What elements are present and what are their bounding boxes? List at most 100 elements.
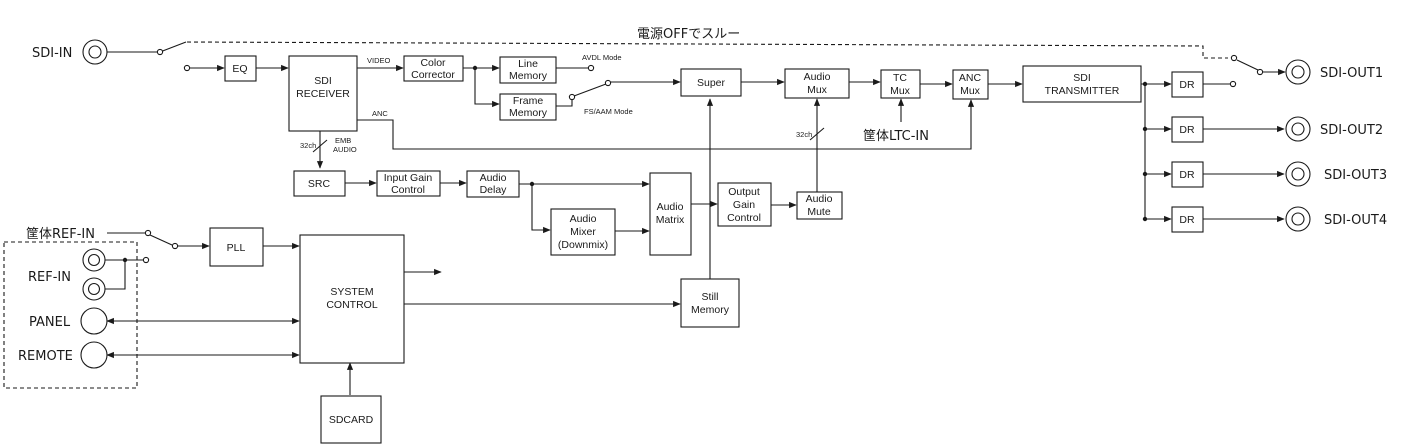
pll-block[interactable]: PLL xyxy=(209,227,264,267)
svg-text:Output: Output xyxy=(728,186,760,198)
dr-block-3[interactable]: DR xyxy=(1171,161,1204,188)
external-io-group xyxy=(3,241,138,389)
avdl-mode-label: AVDL Mode xyxy=(582,53,622,62)
audio-matrix-block[interactable]: Audio Matrix xyxy=(649,172,692,256)
ref-in-connector-a-icon[interactable] xyxy=(82,248,106,272)
audio-mixer-block[interactable]: Audio Mixer (Downmix) xyxy=(550,208,616,256)
svg-text:Gain: Gain xyxy=(733,199,755,211)
anc-mux-block[interactable]: ANC Mux xyxy=(952,69,989,100)
sdi-out3-connector-icon[interactable] xyxy=(1285,161,1311,187)
svg-text:Matrix: Matrix xyxy=(656,214,685,226)
audio-delay-block[interactable]: Audio Delay xyxy=(466,170,520,198)
svg-text:Still: Still xyxy=(702,291,719,303)
remote-connector-icon[interactable] xyxy=(80,341,108,369)
line-memory-block[interactable]: Line Memory xyxy=(499,56,557,84)
svg-text:Control: Control xyxy=(391,184,425,196)
emb-audio-label-1: EMB xyxy=(335,136,351,145)
sdi-in-label: SDI-IN xyxy=(32,46,72,61)
mode-switch-lever xyxy=(573,83,607,97)
super-block[interactable]: Super xyxy=(680,68,742,97)
svg-text:SRC: SRC xyxy=(308,178,331,190)
ch32-label-1: 32ch xyxy=(300,141,316,150)
dr-block-2[interactable]: DR xyxy=(1171,116,1204,143)
svg-text:TRANSMITTER: TRANSMITTER xyxy=(1045,85,1120,97)
svg-text:Audio: Audio xyxy=(570,213,597,225)
svg-text:PLL: PLL xyxy=(227,242,246,254)
ref-in-chassis-label: 筐体REF-IN xyxy=(26,226,95,242)
still-memory-block[interactable]: Still Memory xyxy=(680,278,740,328)
eq-block[interactable]: EQ xyxy=(224,55,257,82)
switch-contact xyxy=(1230,54,1238,62)
wire-frame-fs xyxy=(556,98,573,107)
tc-mux-block[interactable]: TC Mux xyxy=(880,69,921,99)
switch-contact xyxy=(1229,80,1237,88)
labels: 電源OFFでスルー SDI-IN SDI-OUT1 SDI-OUT2 SDI-O… xyxy=(18,27,1387,364)
output-gain-control-block[interactable]: Output Gain Control xyxy=(717,182,772,227)
junction-dot xyxy=(529,181,535,187)
svg-text:Mixer: Mixer xyxy=(570,226,596,238)
audio-mute-block[interactable]: Audio Mute xyxy=(796,191,843,220)
svg-text:Mux: Mux xyxy=(807,84,828,96)
junctions xyxy=(122,48,1264,264)
switch-contact xyxy=(604,79,612,87)
svg-text:CONTROL: CONTROL xyxy=(326,299,377,311)
svg-text:Control: Control xyxy=(727,212,761,224)
switch-contact xyxy=(1256,68,1264,76)
svg-text:Line: Line xyxy=(518,58,538,70)
svg-text:Color: Color xyxy=(420,57,446,69)
sdi-out2-connector-icon[interactable] xyxy=(1285,116,1311,142)
sdcard-block[interactable]: SDCARD xyxy=(320,395,382,444)
wire-delay-mixer xyxy=(531,184,551,234)
audio-mux-block[interactable]: Audio Mux xyxy=(784,68,850,99)
wire-ref-loop xyxy=(104,260,126,290)
svg-text:Memory: Memory xyxy=(509,107,548,119)
ref-in-connector-b-icon[interactable] xyxy=(82,277,106,301)
wire-cc-frame xyxy=(474,68,500,108)
frame-memory-block[interactable]: Frame Memory xyxy=(499,93,557,121)
svg-text:Super: Super xyxy=(697,77,726,89)
panel-connector-icon[interactable] xyxy=(80,307,108,335)
color-corrector-block[interactable]: Color Corrector xyxy=(403,55,464,82)
switch-contact xyxy=(568,93,576,101)
svg-text:ANC: ANC xyxy=(959,72,982,84)
sdi-out1-connector-icon[interactable] xyxy=(1285,59,1311,85)
svg-text:Delay: Delay xyxy=(480,184,508,196)
dr-block-1[interactable]: DR xyxy=(1171,71,1204,98)
svg-text:DR: DR xyxy=(1179,169,1195,181)
sdi-out3-label: SDI-OUT3 xyxy=(1324,168,1387,183)
wire-anc xyxy=(357,99,975,150)
ref-in-label: REF-IN xyxy=(28,270,71,285)
svg-text:Audio: Audio xyxy=(657,201,684,213)
system-control-block[interactable]: SYSTEM CONTROL xyxy=(299,234,405,364)
dr-block-4[interactable]: DR xyxy=(1171,206,1204,233)
bus-slash-2 xyxy=(809,127,825,141)
sdi-receiver-block[interactable]: SDI RECEIVER xyxy=(288,55,358,132)
svg-text:DR: DR xyxy=(1179,214,1195,226)
svg-text:SDI: SDI xyxy=(314,75,332,87)
src-block[interactable]: SRC xyxy=(293,170,346,197)
sdi-out4-connector-icon[interactable] xyxy=(1285,206,1311,232)
switch-contact xyxy=(183,64,191,72)
ltc-in-label: 筐体LTC-IN xyxy=(863,128,929,144)
bus-slash-1 xyxy=(312,139,328,153)
svg-text:Mux: Mux xyxy=(890,85,911,97)
switch-contact xyxy=(156,48,164,56)
junction-dot xyxy=(1142,126,1148,132)
fs-aam-mode-label: FS/AAM Mode xyxy=(584,107,633,116)
svg-text:DR: DR xyxy=(1179,124,1195,136)
svg-text:Mux: Mux xyxy=(960,85,981,97)
switch-contact xyxy=(144,229,152,237)
switch-contact xyxy=(587,64,595,72)
svg-text:DR: DR xyxy=(1179,79,1195,91)
connectors xyxy=(80,39,1311,369)
panel-label: PANEL xyxy=(29,315,71,330)
sdi-out1-label: SDI-OUT1 xyxy=(1320,66,1383,81)
sdi-out2-label: SDI-OUT2 xyxy=(1320,123,1383,138)
svg-text:Audio: Audio xyxy=(480,172,507,184)
sdi-in-connector-icon[interactable] xyxy=(82,39,108,65)
input-gain-control-block[interactable]: Input Gain Control xyxy=(376,170,441,197)
svg-text:Memory: Memory xyxy=(691,304,730,316)
svg-text:Audio: Audio xyxy=(804,71,831,83)
sdi-transmitter-block[interactable]: SDI TRANSMITTER xyxy=(1022,65,1142,103)
svg-text:Memory: Memory xyxy=(509,70,548,82)
